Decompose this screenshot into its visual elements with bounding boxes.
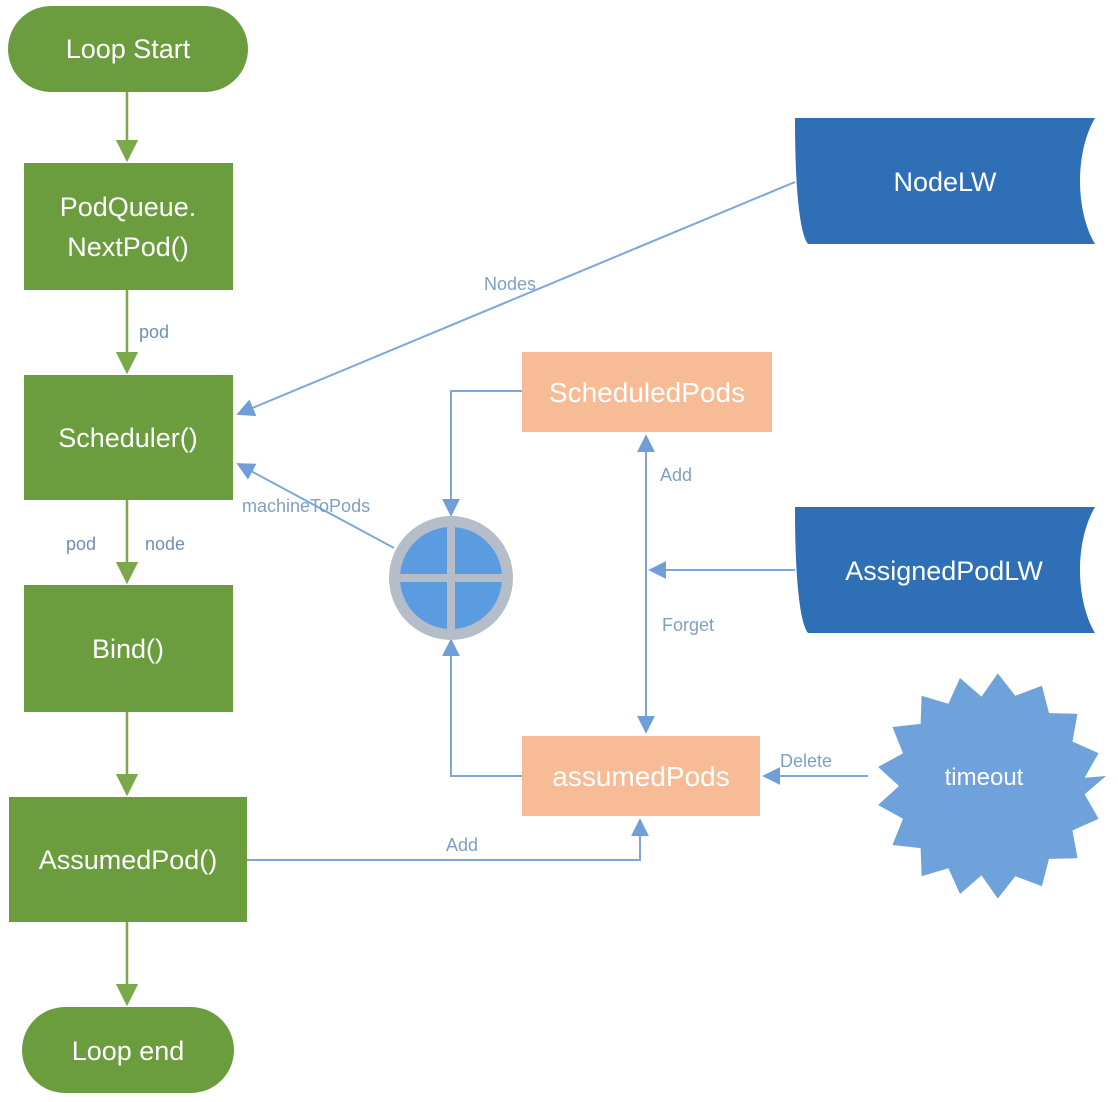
scheduler-node: Scheduler() xyxy=(24,375,233,500)
loop-end-node: Loop end xyxy=(22,1007,234,1093)
scheduler-label: Scheduler() xyxy=(58,423,198,453)
edge-scheduledpods-to-merge xyxy=(442,390,522,517)
starburst-icon xyxy=(878,673,1106,899)
assigned-pod-lw-node: AssignedPodLW xyxy=(795,507,1095,633)
edge-label-delete: Delete xyxy=(780,751,832,771)
edge-assumedpods-to-merge xyxy=(442,638,522,777)
edge-label-pod-scheduler: pod xyxy=(66,534,96,554)
timeout-node: timeout xyxy=(878,673,1106,899)
assumed-pods-node: assumedPods xyxy=(522,736,760,816)
timeout-label: timeout xyxy=(945,764,1024,791)
scheduled-pods-label: ScheduledPods xyxy=(549,377,745,408)
assumed-pod-label: AssumedPod() xyxy=(39,845,218,875)
bind-label: Bind() xyxy=(92,634,164,664)
edge-nodelw-to-scheduler xyxy=(236,181,796,417)
edge-labels: pod pod node Nodes machineToPods Add For… xyxy=(66,274,832,855)
edge-assumedpod-add xyxy=(247,818,649,861)
edge-label-machine-to-pods: machineToPods xyxy=(242,496,370,516)
edge-label-add-assumed: Add xyxy=(446,835,478,855)
next-pod-node: PodQueue. NextPod() xyxy=(24,163,233,290)
edge-merge-to-scheduler xyxy=(236,463,395,549)
loop-start-node: Loop Start xyxy=(8,6,248,92)
edge-label-node-scheduler: node xyxy=(145,534,185,554)
edge-label-nodes: Nodes xyxy=(484,274,536,294)
node-lw-label: NodeLW xyxy=(893,167,997,197)
merge-junction-icon xyxy=(389,516,513,640)
assumed-pod-node: AssumedPod() xyxy=(9,797,247,922)
node-lw-node: NodeLW xyxy=(795,118,1095,244)
loop-start-label: Loop Start xyxy=(66,34,191,64)
loop-end-label: Loop end xyxy=(72,1036,185,1066)
cache-edges xyxy=(236,181,868,861)
next-pod-label-line1: PodQueue. xyxy=(60,192,197,222)
edge-label-pod-nextpod: pod xyxy=(139,322,169,342)
bind-node: Bind() xyxy=(24,585,233,712)
next-pod-label-line2: NextPod() xyxy=(67,232,189,262)
assumed-pods-label: assumedPods xyxy=(552,761,729,792)
assigned-pod-lw-label: AssignedPodLW xyxy=(845,556,1043,586)
edge-label-add-scheduled: Add xyxy=(660,465,692,485)
scheduled-pods-node: ScheduledPods xyxy=(522,352,772,432)
edge-label-forget: Forget xyxy=(662,615,714,635)
